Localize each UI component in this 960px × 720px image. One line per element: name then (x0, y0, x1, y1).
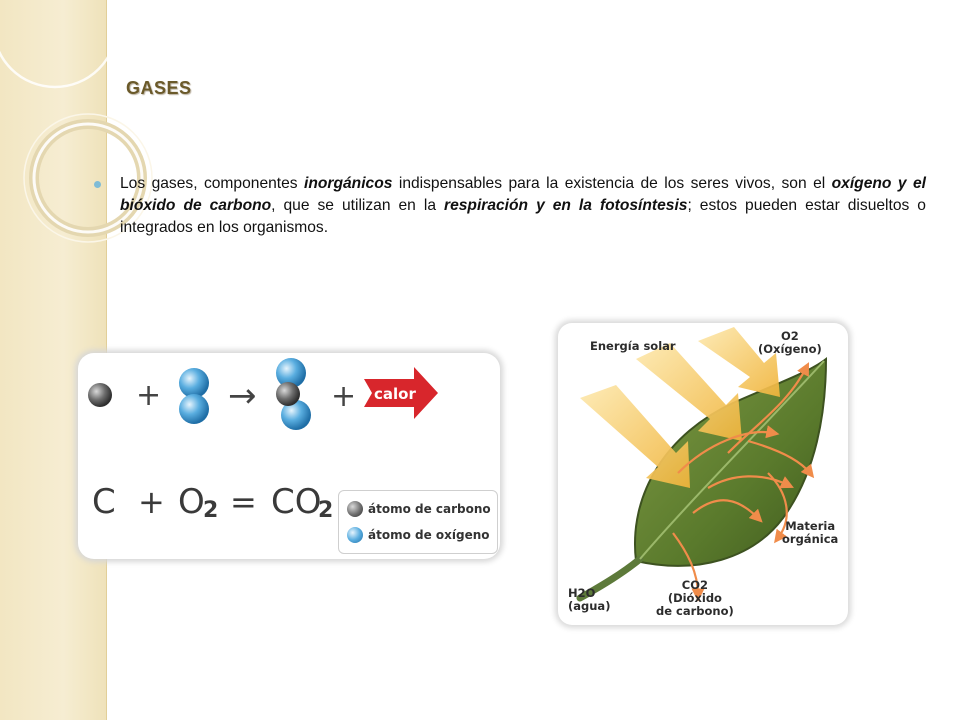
decorative-rings (0, 0, 153, 243)
label-organic-matter: Materia orgánica (782, 520, 838, 546)
label-water-line2: (agua) (568, 599, 611, 613)
sun-arrow-icon (698, 327, 780, 397)
leaf-diagram-panel: Energía solar O2 (Oxígeno) Materia orgán… (558, 323, 848, 625)
label-organic-matter-line2: orgánica (782, 532, 839, 546)
stem-icon (576, 555, 644, 602)
heat-label: calor (374, 385, 416, 403)
reaction-arrow: → (228, 376, 257, 416)
body-paragraph: Los gases, componentes inorgánicos indis… (120, 173, 926, 239)
heat-arrow-icon (364, 367, 438, 419)
label-solar-energy: Energía solar (590, 339, 676, 353)
legend-label-carbon: átomo de carbono (368, 502, 491, 516)
label-water: H2O (agua) (568, 587, 610, 613)
carbon-atom-icon (276, 382, 300, 406)
formula-plus: + (138, 483, 165, 521)
emphasis-gases: oxígeno y el bióxido de carbono (120, 175, 926, 214)
slide-title: GASES (126, 78, 192, 98)
plus-sign: + (136, 378, 161, 413)
label-water-line1: H2O (568, 586, 596, 600)
legend-item-carbon: átomo de carbono (347, 501, 491, 517)
leaf-illustration (576, 327, 828, 602)
oxygen-atom-icon (276, 358, 306, 388)
paragraph-text: , que se utilizan en la (271, 197, 444, 214)
formula-product-subscript: 2 (318, 498, 333, 523)
formula-oxygen-subscript: 2 (203, 498, 218, 523)
oxygen-atom-icon (179, 368, 209, 398)
sun-arrow-icon (580, 385, 690, 488)
oxygen-atom-icon (347, 527, 363, 543)
label-oxygen: O2 (Oxígeno) (758, 330, 822, 356)
plus-sign: + (331, 379, 356, 414)
emphasis-processes: respiración y en la fotosíntesis (444, 197, 688, 214)
formula-equals: = (230, 483, 257, 521)
formula-oxygen: O (178, 482, 205, 522)
oxygen-atom-icon (281, 400, 311, 430)
label-organic-matter-line1: Materia (785, 519, 836, 533)
paragraph-text: Los gases, componentes (120, 175, 305, 192)
leaf-midrib (639, 360, 825, 560)
carbon-atom-icon (347, 501, 363, 517)
label-co2-line2: (Dióxido (667, 591, 722, 605)
paragraph-text: indispensables para la existencia de los… (392, 175, 832, 192)
formula-carbon: C (92, 482, 116, 522)
formula-product: CO (271, 482, 322, 522)
label-oxygen-line1: O2 (781, 329, 799, 343)
label-oxygen-line2: (Oxígeno) (758, 342, 822, 356)
label-co2-line1: CO2 (681, 578, 708, 592)
oxygen-atom-icon (179, 394, 209, 424)
reaction-arrows (672, 362, 815, 602)
legend-item-oxygen: átomo de oxígeno (347, 527, 490, 543)
equation-figure: + → + calor C + O 2 = CO 2 (88, 358, 438, 523)
label-co2-line3: de carbono) (656, 604, 734, 618)
emphasis-inorganic: inorgánicos (304, 175, 393, 192)
legend-label-oxygen: átomo de oxígeno (368, 528, 490, 542)
bullet-icon (94, 181, 101, 188)
label-carbon-dioxide: CO2 (Dióxido de carbono) (656, 579, 734, 618)
atom-legend: átomo de carbono átomo de oxígeno (338, 490, 498, 554)
sun-arrow-icon (636, 343, 742, 441)
carbon-atom-icon (88, 383, 112, 407)
paragraph-text: ; estos pueden estar disueltos o integra… (120, 197, 926, 236)
